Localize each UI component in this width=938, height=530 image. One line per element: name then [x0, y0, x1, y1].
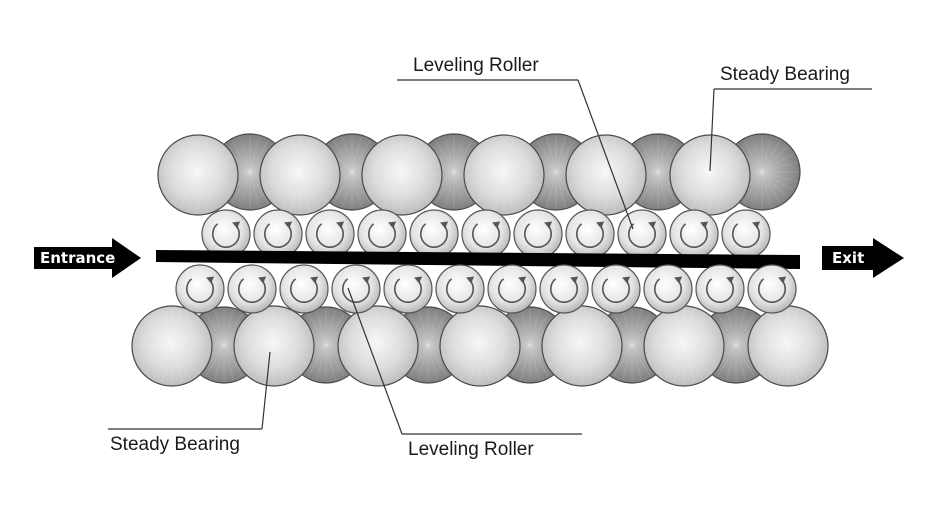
- steady-bearing: [541, 305, 623, 387]
- leveling-roller: [279, 264, 329, 314]
- bottom-leveling-rollers: [175, 264, 797, 314]
- top-leveling-rollers: [201, 209, 771, 259]
- leveling-roller: [669, 209, 719, 259]
- steady-bearing: [565, 134, 647, 216]
- leveling-roller: [461, 209, 511, 259]
- leveling-roller: [409, 209, 459, 259]
- leveling-roller: [305, 209, 355, 259]
- leveling-roller: [175, 264, 225, 314]
- leveling-roller: [643, 264, 693, 314]
- steady-bearing-bottom-label: Steady Bearing: [110, 434, 240, 455]
- steady-bearing: [259, 134, 341, 216]
- entrance-arrow: Entrance: [34, 238, 141, 278]
- leveling-roller: [253, 209, 303, 259]
- callout-leveling-roller-top: Leveling Roller: [397, 55, 634, 230]
- callout-steady-bearing-bottom: Steady Bearing: [108, 351, 271, 455]
- leveling-roller: [695, 264, 745, 314]
- leveling-roller: [435, 264, 485, 314]
- steady-bearing: [233, 305, 315, 387]
- leveling-roller: [539, 264, 589, 314]
- exit-arrow: Exit: [822, 238, 904, 278]
- leveling-roller-top-label: Leveling Roller: [413, 55, 539, 76]
- entrance-label: Entrance: [40, 249, 115, 267]
- steady-bearing: [463, 134, 545, 216]
- steady-bearing: [337, 305, 419, 387]
- steady-bearing: [669, 134, 751, 216]
- leveling-roller: [331, 264, 381, 314]
- leveling-roller: [721, 209, 771, 259]
- steady-bearing-top-label: Steady Bearing: [720, 64, 850, 85]
- leveling-roller: [357, 209, 407, 259]
- leveling-roller: [565, 209, 615, 259]
- leveling-roller: [227, 264, 277, 314]
- steady-bearing: [439, 305, 521, 387]
- leveling-roller: [513, 209, 563, 259]
- steady-bearing: [747, 305, 829, 387]
- top-steady-bearings: [157, 134, 751, 216]
- exit-label: Exit: [832, 249, 864, 267]
- steady-bearing: [643, 305, 725, 387]
- steady-bearing: [157, 134, 239, 216]
- leveling-roller: [201, 209, 251, 259]
- leveling-roller: [591, 264, 641, 314]
- callout-steady-bearing-top: Steady Bearing: [709, 64, 872, 172]
- callout-leveling-roller-bottom: Leveling Roller: [347, 287, 582, 460]
- leveling-roller: [747, 264, 797, 314]
- steady-bearing: [131, 305, 213, 387]
- steady-bearing: [361, 134, 443, 216]
- steel-strip: [156, 250, 800, 269]
- leveling-roller: [617, 209, 667, 259]
- leveling-roller: [487, 264, 537, 314]
- leveling-roller-bottom-label: Leveling Roller: [408, 439, 534, 460]
- leveling-roller: [383, 264, 433, 314]
- bottom-steady-bearings: [131, 305, 829, 387]
